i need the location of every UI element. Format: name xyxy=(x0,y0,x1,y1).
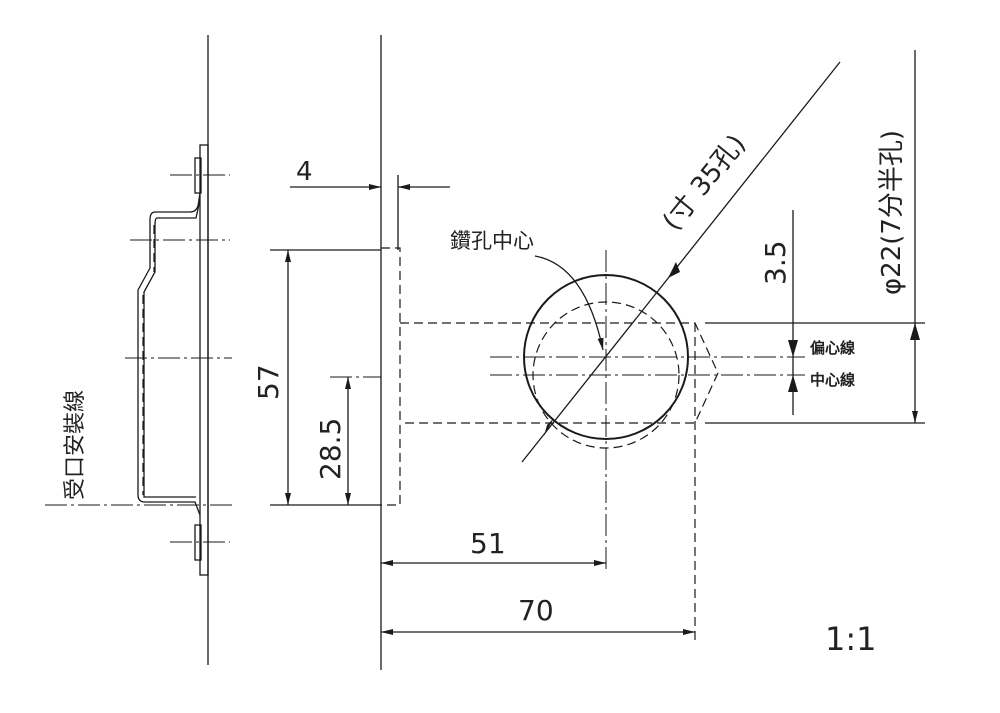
dimension-phi22: φ22(7分半孔) xyxy=(877,50,920,423)
eccentric-line-label: 偏心線 xyxy=(810,339,855,357)
drill-center-leader xyxy=(534,255,604,351)
leader-arrow xyxy=(544,418,554,436)
hole-35-leader xyxy=(521,61,841,463)
dimension-4: 4 xyxy=(290,157,450,250)
dimension-57: 57 xyxy=(252,249,381,506)
dimension-28-5: 28.5 xyxy=(314,376,381,505)
dimension-3-5: 3.5 xyxy=(759,210,798,415)
dimension-70-label: 70 xyxy=(518,594,554,627)
latch-face-outline xyxy=(381,247,401,506)
scale-label: 1:1 xyxy=(825,620,877,658)
dimension-57-label: 57 xyxy=(252,364,285,400)
dimension-28-5-label: 28.5 xyxy=(314,418,347,480)
dimension-51-label: 51 xyxy=(470,527,506,560)
drill-center-label: 鑽孔中心 xyxy=(450,229,534,253)
dimension-70: 70 xyxy=(381,594,695,635)
dimension-3-5-label: 3.5 xyxy=(759,240,792,285)
center-line-label: 中心線 xyxy=(810,371,855,389)
latch-bolt-hole xyxy=(400,322,925,640)
strike-box-profile xyxy=(45,144,232,576)
dimension-4-label: 4 xyxy=(296,157,313,187)
hole-35-label: (寸 35孔) xyxy=(657,129,752,236)
leader-arrow xyxy=(668,262,680,278)
hole-22-label: φ22(7分半孔) xyxy=(877,130,907,295)
strike-line-label: 受口安裝線 xyxy=(63,390,88,500)
dimension-51: 51 xyxy=(381,527,606,566)
